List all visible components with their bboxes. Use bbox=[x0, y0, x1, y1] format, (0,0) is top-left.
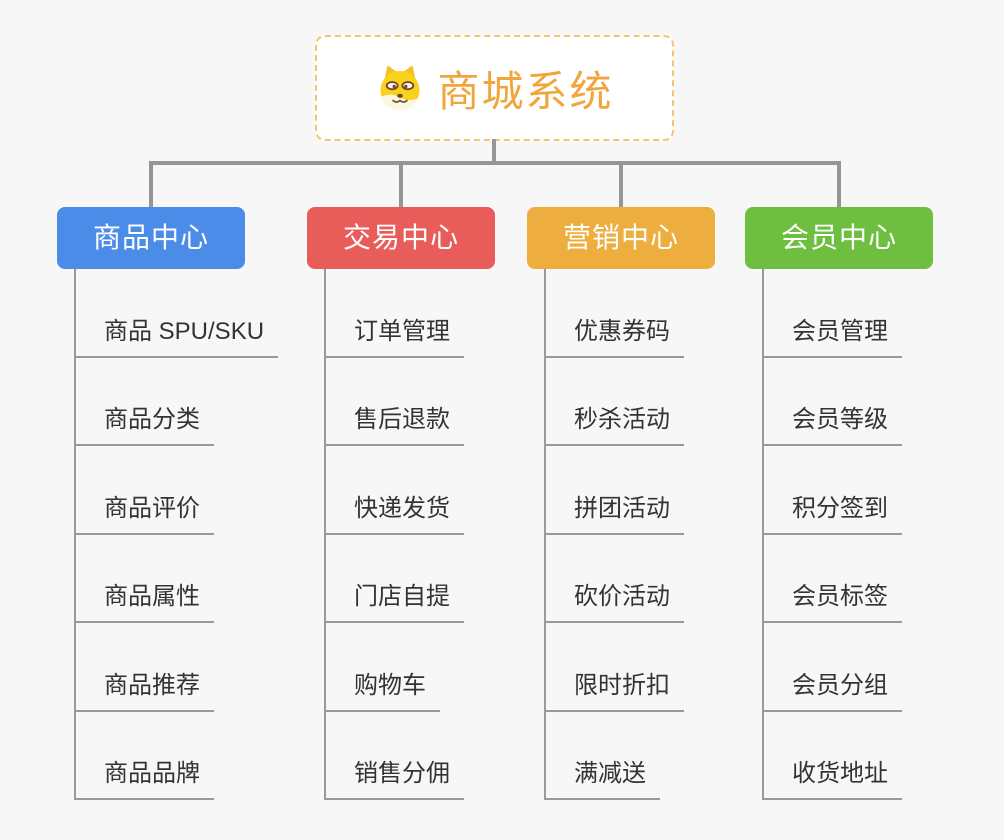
mindmap-item: 拼团活动 bbox=[546, 446, 684, 535]
branch-items-trade-center: 订单管理 售后退款 快递发货 门店自提 购物车 销售分佣 bbox=[324, 269, 464, 800]
item-label[interactable]: 快递发货 bbox=[326, 488, 464, 535]
mindmap-item: 商品 SPU/SKU bbox=[76, 269, 279, 358]
item-label[interactable]: 商品推荐 bbox=[76, 665, 214, 712]
item-label[interactable]: 会员标签 bbox=[764, 576, 902, 623]
mindmap-item: 商品品牌 bbox=[76, 712, 278, 800]
item-label[interactable]: 购物车 bbox=[326, 665, 440, 712]
mindmap-item: 限时折扣 bbox=[546, 623, 684, 712]
mindmap-item: 会员管理 bbox=[764, 269, 902, 358]
mindmap-item: 商品分类 bbox=[76, 358, 278, 446]
mindmap-item: 优惠券码 bbox=[546, 269, 684, 358]
item-label[interactable]: 订单管理 bbox=[326, 311, 464, 358]
mindmap-item: 秒杀活动 bbox=[546, 358, 684, 446]
item-label[interactable]: 收货地址 bbox=[764, 753, 902, 800]
branch-items-product-center: 商品 SPU/SKU 商品分类 商品评价 商品属性 商品推荐 商品品牌 bbox=[74, 269, 279, 800]
branch-items-member-center: 会员管理 会员等级 积分签到 会员标签 会员分组 收货地址 bbox=[762, 269, 902, 800]
mindmap-item: 销售分佣 bbox=[326, 712, 464, 800]
branch-member-center: 会员中心 会员管理 会员等级 积分签到 会员标签 会员分组 收货地址 bbox=[745, 207, 933, 800]
branch-box-marketing-center[interactable]: 营销中心 bbox=[527, 207, 715, 269]
mindmap-item: 收货地址 bbox=[764, 712, 902, 800]
item-label[interactable]: 会员分组 bbox=[764, 665, 902, 712]
item-label[interactable]: 砍价活动 bbox=[546, 576, 684, 623]
item-label[interactable]: 限时折扣 bbox=[546, 665, 684, 712]
item-label[interactable]: 商品评价 bbox=[76, 488, 214, 535]
mindmap-item: 订单管理 bbox=[326, 269, 464, 358]
item-label[interactable]: 满减送 bbox=[546, 753, 660, 800]
mindmap-item: 商品属性 bbox=[76, 535, 278, 623]
item-label[interactable]: 积分签到 bbox=[764, 488, 902, 535]
mindmap-item: 快递发货 bbox=[326, 446, 464, 535]
item-label[interactable]: 拼团活动 bbox=[546, 488, 684, 535]
branch-product-center: 商品中心 商品 SPU/SKU 商品分类 商品评价 商品属性 商品推荐 商品品牌 bbox=[57, 207, 279, 800]
connector-drop-3 bbox=[619, 161, 623, 207]
item-label[interactable]: 商品品牌 bbox=[76, 753, 214, 800]
branch-items-marketing-center: 优惠券码 秒杀活动 拼团活动 砍价活动 限时折扣 满减送 bbox=[544, 269, 684, 800]
connector-root-stub bbox=[492, 139, 496, 164]
connector-horizontal bbox=[149, 161, 841, 165]
item-label[interactable]: 优惠券码 bbox=[546, 311, 684, 358]
connector-drop-2 bbox=[399, 161, 403, 207]
dog-icon bbox=[380, 65, 421, 110]
mindmap-item: 门店自提 bbox=[326, 535, 464, 623]
connector-drop-4 bbox=[837, 161, 841, 207]
root-node[interactable]: 商城系统 bbox=[315, 35, 674, 141]
mindmap-item: 购物车 bbox=[326, 623, 464, 712]
item-label[interactable]: 会员等级 bbox=[764, 399, 902, 446]
branch-box-trade-center[interactable]: 交易中心 bbox=[307, 207, 495, 269]
item-label[interactable]: 商品 SPU/SKU bbox=[76, 311, 279, 358]
item-label[interactable]: 商品属性 bbox=[76, 576, 214, 623]
item-label[interactable]: 会员管理 bbox=[764, 311, 902, 358]
branch-box-product-center[interactable]: 商品中心 bbox=[57, 207, 245, 269]
mindmap-item: 售后退款 bbox=[326, 358, 464, 446]
mindmap-item: 会员分组 bbox=[764, 623, 902, 712]
item-label[interactable]: 门店自提 bbox=[326, 576, 464, 623]
mindmap-item: 积分签到 bbox=[764, 446, 902, 535]
branch-trade-center: 交易中心 订单管理 售后退款 快递发货 门店自提 购物车 销售分佣 bbox=[307, 207, 495, 800]
branch-marketing-center: 营销中心 优惠券码 秒杀活动 拼团活动 砍价活动 限时折扣 满减送 bbox=[527, 207, 715, 800]
branch-box-member-center[interactable]: 会员中心 bbox=[745, 207, 933, 269]
mindmap-item: 商品推荐 bbox=[76, 623, 278, 712]
item-label[interactable]: 秒杀活动 bbox=[546, 399, 684, 446]
mindmap-item: 会员等级 bbox=[764, 358, 902, 446]
root-title: 商城系统 bbox=[437, 67, 614, 115]
item-label[interactable]: 销售分佣 bbox=[326, 753, 464, 800]
connector-drop-1 bbox=[149, 161, 153, 207]
mindmap-item: 满减送 bbox=[546, 712, 684, 800]
mindmap-item: 会员标签 bbox=[764, 535, 902, 623]
item-label[interactable]: 售后退款 bbox=[326, 399, 464, 446]
mindmap-item: 砍价活动 bbox=[546, 535, 684, 623]
mindmap-item: 商品评价 bbox=[76, 446, 278, 535]
item-label[interactable]: 商品分类 bbox=[76, 399, 214, 446]
